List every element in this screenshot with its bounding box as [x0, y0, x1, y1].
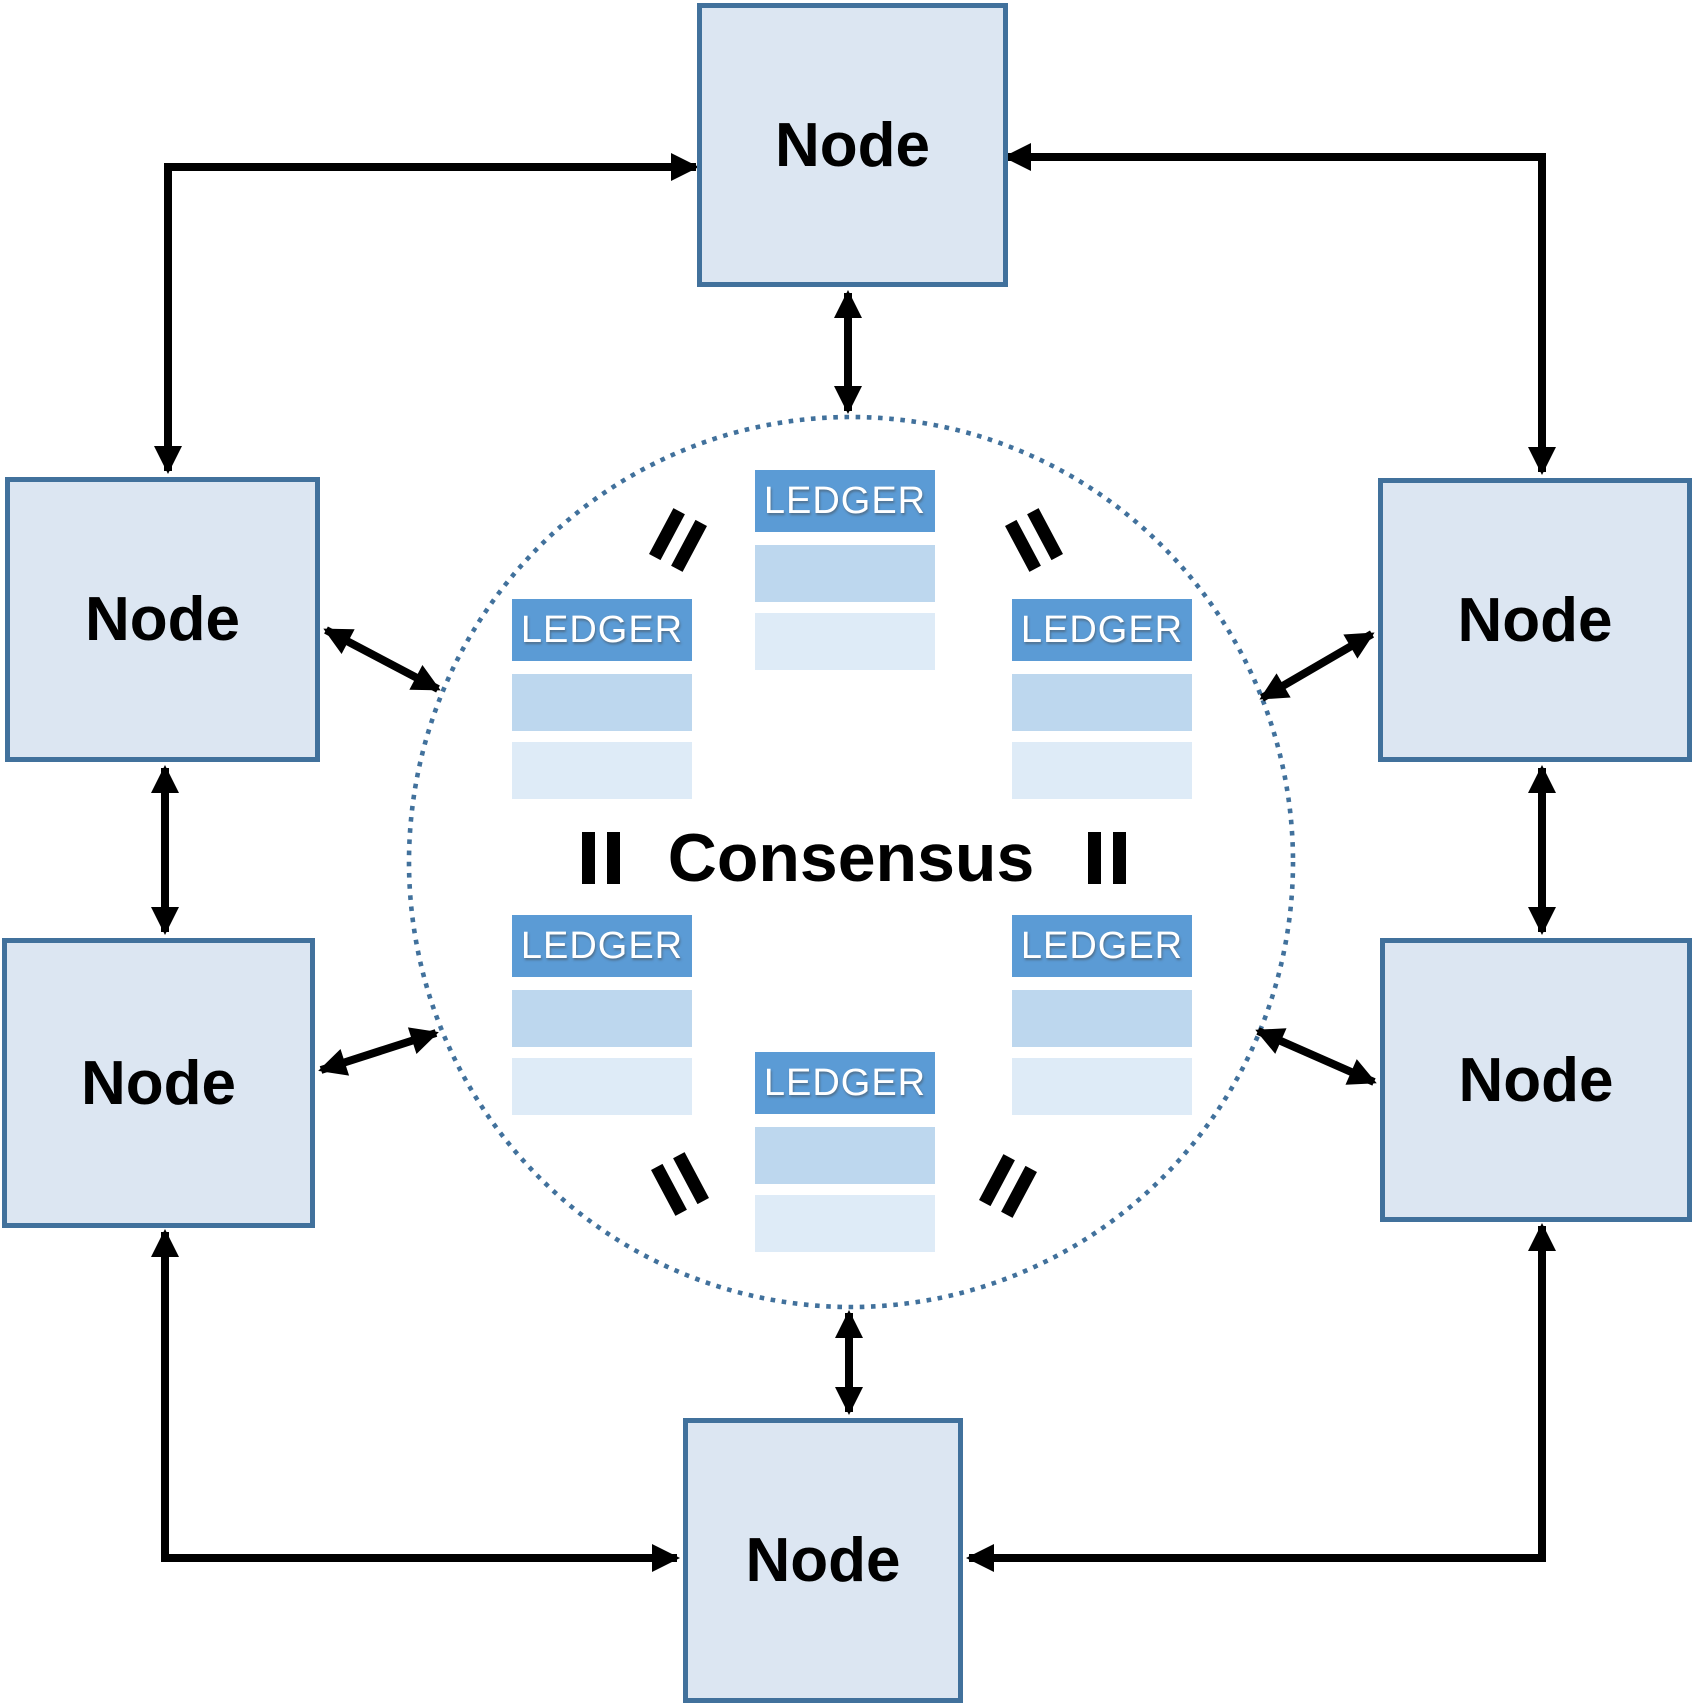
arrow-bottom-node-to-left-bottom-node	[151, 1229, 680, 1572]
node-label: Node	[81, 1048, 236, 1118]
ledger-row	[512, 742, 692, 799]
ledger-header: LEDGER	[755, 1052, 935, 1114]
ledger-header: LEDGER	[512, 599, 692, 661]
arrow-bottom-node-to-right-bottom-node	[966, 1223, 1556, 1572]
ledger-row	[512, 1058, 692, 1115]
arrow-right-bottom-node-to-circle	[1255, 1027, 1377, 1086]
node-bottom: Node	[683, 1418, 963, 1703]
ledger-header: LEDGER	[755, 470, 935, 532]
ledger-row	[755, 613, 935, 670]
ledger-header: LEDGER	[1012, 599, 1192, 661]
ledger-row	[1012, 742, 1192, 799]
node-left-bottom: Node	[2, 938, 315, 1228]
ledger-bottom-center: LEDGER	[755, 1052, 935, 1252]
ledger-top-center: LEDGER	[755, 470, 935, 670]
arrow-left-top-node-to-circle	[323, 626, 441, 693]
ledger-left-upper: LEDGER	[512, 599, 692, 799]
node-label: Node	[1458, 1045, 1614, 1115]
node-label: Node	[745, 1526, 901, 1595]
ledger-row	[755, 1195, 935, 1252]
node-label: Node	[1457, 585, 1613, 655]
node-label: Node	[775, 110, 930, 180]
ledger-row	[512, 674, 692, 731]
ledger-left-lower: LEDGER	[512, 915, 692, 1115]
consensus-dotted-circle	[406, 414, 1296, 1310]
ledger-header: LEDGER	[512, 915, 692, 977]
ledger-row	[1012, 1058, 1192, 1115]
node-left-top: Node	[5, 477, 320, 762]
node-right-bottom: Node	[1380, 938, 1692, 1222]
ledger-row	[512, 990, 692, 1047]
ledger-row	[1012, 674, 1192, 731]
arrow-top-node-to-left-top-node	[154, 153, 699, 474]
ledger-row	[1012, 990, 1192, 1047]
ledger-row	[755, 545, 935, 602]
arrow-right-top-node-to-circle	[1259, 630, 1375, 702]
node-label: Node	[85, 585, 240, 654]
arrow-left-bottom-node-to-circle	[318, 1027, 439, 1076]
ledger-right-lower: LEDGER	[1012, 915, 1192, 1115]
node-top: Node	[697, 3, 1008, 287]
ledger-row	[755, 1127, 935, 1184]
equals-sign-mid-right	[1088, 832, 1126, 884]
equals-sign-mid-left	[582, 832, 620, 884]
node-right-top: Node	[1378, 478, 1692, 762]
ledger-header: LEDGER	[1012, 915, 1192, 977]
ledger-right-upper: LEDGER	[1012, 599, 1192, 799]
arrow-top-node-to-right-top-node	[1003, 143, 1556, 475]
consensus-title: Consensus	[667, 820, 1035, 896]
